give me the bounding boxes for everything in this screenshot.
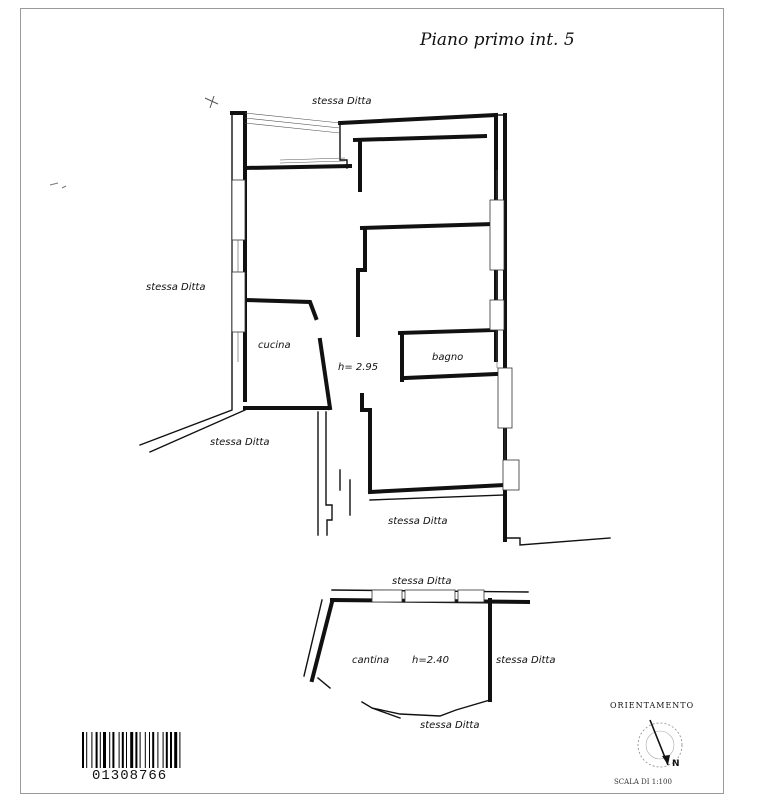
- barcode-bar: [135, 732, 138, 768]
- barcode-bar: [139, 732, 141, 768]
- cellar-walls: [303, 589, 531, 719]
- barcode-bar: [121, 732, 124, 768]
- sheet-frame: [20, 8, 724, 794]
- barcode-bar: [152, 732, 155, 768]
- barcode: [82, 732, 181, 768]
- label-cellar-bottom: stessa Ditta: [420, 720, 479, 731]
- barcode-bar: [103, 732, 106, 768]
- label-lower-right: stessa Ditta: [388, 516, 447, 527]
- barcode-bar: [86, 732, 88, 768]
- label-cellar-top: stessa Ditta: [392, 576, 451, 587]
- label-top: stessa Ditta: [312, 96, 371, 107]
- label-lower-left: stessa Ditta: [210, 437, 269, 448]
- barcode-bar: [157, 732, 159, 768]
- compass-title: ORIENTAMENTO: [610, 701, 694, 710]
- label-left: stessa Ditta: [146, 282, 205, 293]
- plan-title: Piano primo int. 5: [419, 30, 575, 50]
- label-cantina: cantina: [352, 655, 389, 666]
- compass: ORIENTAMENTO N SCALA DI 1:100: [610, 701, 694, 786]
- barcode-number: 01308766: [92, 768, 168, 784]
- barcode-bar: [130, 732, 134, 768]
- barcode-bar: [91, 732, 93, 768]
- barcode-bar: [149, 732, 150, 768]
- label-height-cellar: h=2.40: [412, 655, 449, 666]
- main-floor-walls: [139, 111, 611, 546]
- pencil-mark: [204, 95, 219, 109]
- compass-ring: [637, 722, 683, 768]
- compass-inner-ring: [645, 730, 675, 760]
- barcode-bar: [179, 732, 181, 768]
- label-height-main: h= 2.95: [338, 362, 378, 373]
- barcode-bar: [165, 732, 168, 768]
- main-floor-windows: [231, 112, 520, 491]
- label-bagno: bagno: [432, 352, 463, 363]
- barcode-bar: [144, 732, 146, 768]
- barcode-bar: [99, 732, 101, 768]
- compass-north: N: [672, 759, 680, 769]
- label-cucina: cucina: [258, 340, 291, 351]
- barcode-bar: [95, 732, 98, 768]
- compass-scale: SCALA DI 1:100: [614, 778, 672, 786]
- barcode-bar: [170, 732, 172, 768]
- barcode-bar: [82, 732, 84, 768]
- barcode-bar: [162, 732, 164, 768]
- barcode-bar: [109, 732, 111, 768]
- barcode-bar: [174, 732, 178, 768]
- cellar-windows: [371, 589, 485, 603]
- north-arrowhead-icon: [662, 755, 670, 765]
- barcode-bar: [112, 732, 115, 768]
- label-cellar-right: stessa Ditta: [496, 655, 555, 666]
- barcode-bar: [118, 732, 120, 768]
- pencil-mark-left: [49, 182, 67, 189]
- barcode-bar: [126, 732, 127, 768]
